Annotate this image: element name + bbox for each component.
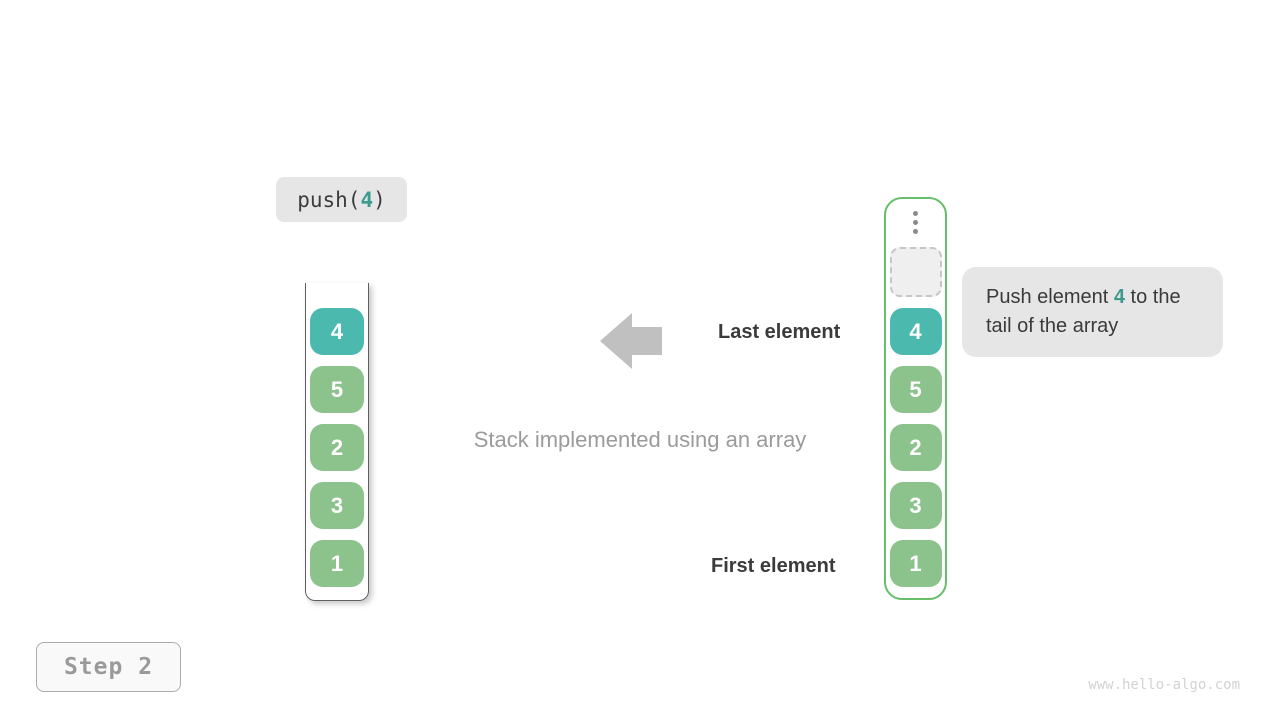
step-badge: Step 2 — [36, 642, 181, 692]
tooltip: Push element 4 to the tail of the array — [962, 267, 1223, 357]
array-cell: 3 — [889, 482, 942, 529]
stack-cell: 1 — [310, 540, 364, 587]
watermark: www.hello-algo.com — [1088, 677, 1240, 693]
operation-suffix: ) — [373, 187, 386, 212]
stack-cell: 3 — [310, 482, 364, 529]
tooltip-text-after: to the tail of the array — [986, 286, 1181, 337]
stack-cell: 5 — [310, 366, 364, 413]
stack-container: 4 5 2 3 1 — [305, 283, 369, 601]
operation-label: push(4) — [276, 177, 407, 222]
caption: Stack implemented using an array — [473, 427, 807, 452]
array-container: 4 5 2 3 1 — [884, 197, 947, 600]
tooltip-text-before: Push element — [986, 286, 1114, 308]
array-cell: 2 — [889, 424, 942, 471]
first-element-label: First element — [711, 555, 836, 577]
stack-cell: 4 — [310, 308, 364, 355]
last-element-label: Last element — [718, 321, 841, 343]
array-cell: 5 — [889, 366, 942, 413]
operation-argument: 4 — [360, 187, 374, 212]
array-cell: 4 — [889, 308, 942, 355]
step-badge-label: Step 2 — [63, 654, 154, 680]
vertical-dots-icon — [913, 211, 918, 234]
arrow-left-icon — [600, 310, 662, 377]
stack-cell: 2 — [310, 424, 364, 471]
array-cell: 1 — [889, 540, 942, 587]
empty-dashed-slot — [889, 247, 942, 297]
tooltip-value: 4 — [1113, 286, 1125, 308]
operation-prefix: push( — [297, 187, 361, 212]
